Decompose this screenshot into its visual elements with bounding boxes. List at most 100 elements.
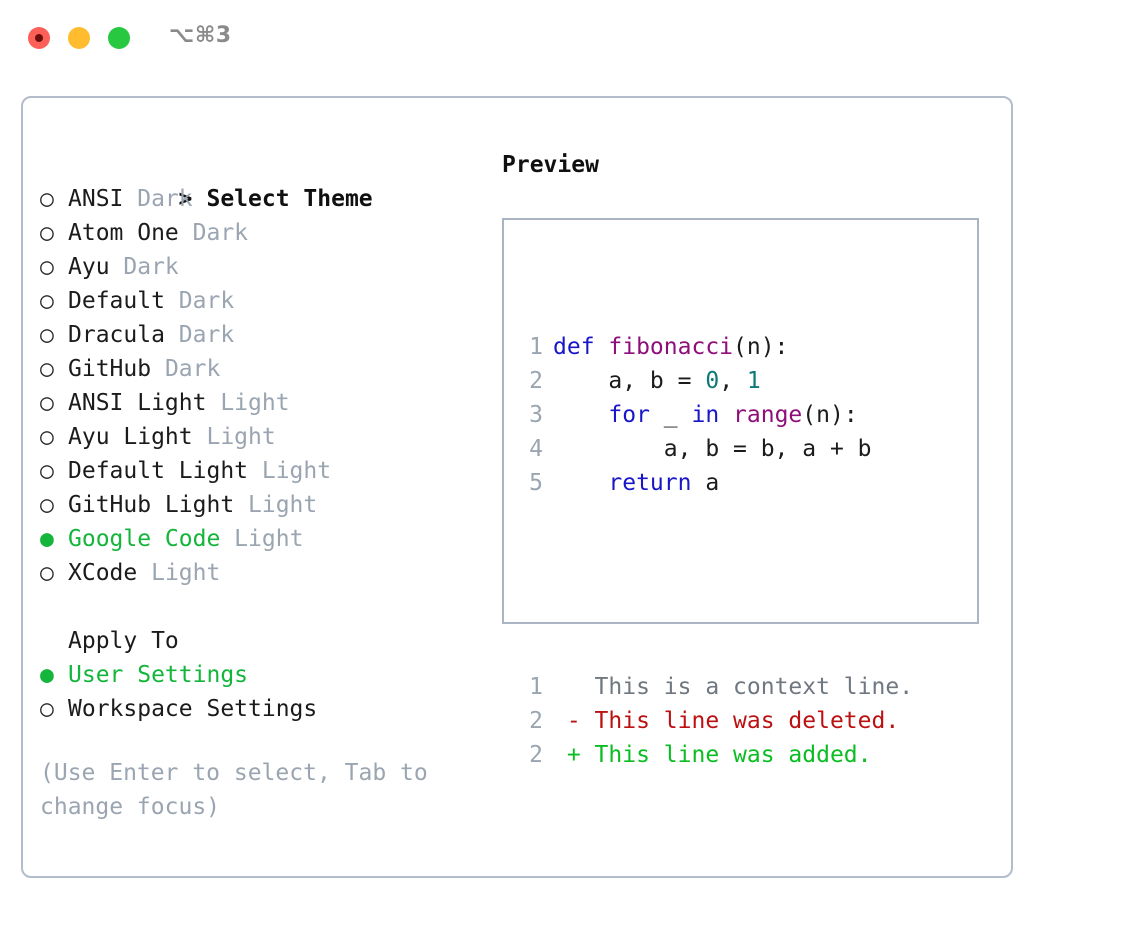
theme-name: ANSI Light [68, 390, 207, 416]
theme-name: ANSI [68, 186, 124, 212]
line-number: 5 [529, 470, 543, 496]
radio-unselected-icon: ○ [40, 220, 54, 246]
radio-unselected-icon: ○ [40, 492, 54, 518]
keyboard-hint: (Use Enter to select, Tab to change focu… [40, 760, 428, 820]
theme-variant-tag: Dark [164, 288, 235, 314]
radio-unselected-icon: ○ [40, 458, 54, 484]
minimize-button-icon[interactable] [68, 27, 90, 49]
diff-text: This line was deleted. [580, 708, 900, 734]
theme-list-item[interactable]: ○ Default Light Light [40, 454, 500, 488]
theme-list-item[interactable]: ○ Atom One Dark [40, 216, 500, 250]
theme-name: Default Light [68, 458, 249, 484]
code-token: fibonacci [608, 334, 734, 360]
theme-name: Ayu [68, 254, 110, 280]
radio-unselected-icon: ○ [40, 356, 54, 382]
theme-name: XCode [68, 560, 138, 586]
traffic-lights [28, 27, 130, 49]
caret-icon: > [178, 186, 193, 212]
radio-selected-icon: ● [40, 526, 54, 552]
theme-name: GitHub Light [68, 492, 235, 518]
code-token: (n): [802, 402, 858, 428]
radio-selected-icon: ● [40, 662, 54, 688]
code-token: in [691, 402, 734, 428]
theme-variant-tag: Light [220, 526, 304, 552]
theme-variant-tag: Dark [123, 186, 193, 212]
maximize-button-icon[interactable] [108, 27, 130, 49]
theme-name: Google Code [68, 526, 221, 552]
theme-picker-header: > Select Theme [40, 148, 500, 212]
apply-to-option[interactable]: ○ Workspace Settings [40, 692, 500, 726]
theme-variant-tag: Light [248, 458, 332, 484]
theme-list-item[interactable]: ○Dracula Dark [40, 318, 500, 352]
apply-to-label: Workspace Settings [68, 696, 318, 722]
code-line: 2 a, b = 0, 1 [515, 364, 913, 398]
code-token: , [719, 368, 747, 394]
line-number: 1 [529, 674, 543, 700]
code-token: 0 [705, 368, 720, 394]
close-button-icon[interactable] [28, 27, 50, 49]
theme-list-item[interactable]: ○ Ayu Dark [40, 250, 500, 284]
theme-variant-tag: Dark [178, 220, 249, 246]
radio-unselected-icon: ○ [40, 390, 54, 416]
diff-marker: + [553, 742, 581, 768]
code-token: def [553, 334, 609, 360]
apply-to-title: Apply To [68, 628, 179, 654]
diff-line: 1 This is a context line. [515, 670, 913, 704]
code-token: a, b = b, a + b [553, 436, 872, 462]
theme-name: GitHub [68, 356, 152, 382]
radio-unselected-icon: ○ [40, 560, 54, 586]
code-token: 1 [746, 368, 761, 394]
theme-picker-column: > Select Theme ○ ANSI Dark ○ Atom One Dark ○ A… [40, 148, 500, 824]
diff-line: 2 + This line was added. [515, 738, 913, 772]
code-token: return [553, 470, 692, 496]
theme-variant-tag: Light [192, 424, 276, 450]
theme-variant-tag: Light [206, 390, 290, 416]
radio-unselected-icon: ○ [40, 186, 54, 212]
theme-variant-tag: Dark [109, 254, 179, 280]
theme-list-item[interactable]: ○ Default Dark [40, 284, 500, 318]
title-bar: ⌥⌘3 [0, 0, 1140, 78]
diff-marker: - [553, 708, 581, 734]
theme-list-item[interactable]: ○ GitHub Light Light [40, 488, 500, 522]
page-title: Select Theme [206, 186, 373, 212]
code-token: a, b = [553, 368, 706, 394]
diff-marker [553, 674, 581, 700]
code-diff-gap [515, 568, 913, 602]
preview-title: Preview [502, 152, 599, 178]
theme-name: Ayu Light [68, 424, 193, 450]
code-token: a [691, 470, 720, 496]
code-token: _ [649, 402, 692, 428]
theme-name: Dracula [68, 322, 165, 348]
line-number: 4 [529, 436, 543, 462]
theme-variant-tag: Light [234, 492, 318, 518]
diff-text: This line was added. [580, 742, 872, 768]
radio-unselected-icon: ○ [40, 288, 54, 314]
theme-name: Atom One [68, 220, 179, 246]
apply-to-label: User Settings [68, 662, 249, 688]
theme-list-item[interactable]: ● Google Code Light [40, 522, 500, 556]
radio-unselected-icon: ○ [40, 696, 54, 722]
line-number: 2 [529, 708, 543, 734]
keyboard-shortcut-label: ⌥⌘3 [169, 23, 232, 48]
apply-to-list: ● User Settings ○ Workspace Settings [40, 658, 500, 726]
diff-block: 1 This is a context line. 2 - This line w… [515, 670, 913, 772]
theme-list-item[interactable]: ○ ANSI Dark [40, 182, 500, 216]
code-line: 5 return a [515, 466, 913, 500]
theme-list-item[interactable]: ○ Ayu Light Light [40, 420, 500, 454]
theme-list-item[interactable]: ○GitHub Dark [40, 352, 500, 386]
apply-to-option[interactable]: ● User Settings [40, 658, 500, 692]
radio-unselected-icon: ○ [40, 424, 54, 450]
theme-list-item[interactable]: ○ ANSI Light Light [40, 386, 500, 420]
theme-name: Default [68, 288, 165, 314]
line-number: 2 [529, 742, 543, 768]
radio-unselected-icon: ○ [40, 254, 54, 280]
panel-columns: > Select Theme ○ ANSI Dark ○ Atom One Dark ○ A… [23, 98, 1011, 876]
code-token: for [553, 402, 650, 428]
radio-unselected-icon: ○ [40, 322, 54, 348]
theme-list-item[interactable]: ○ XCode Light [40, 556, 500, 590]
theme-variant-tag: Light [137, 560, 221, 586]
